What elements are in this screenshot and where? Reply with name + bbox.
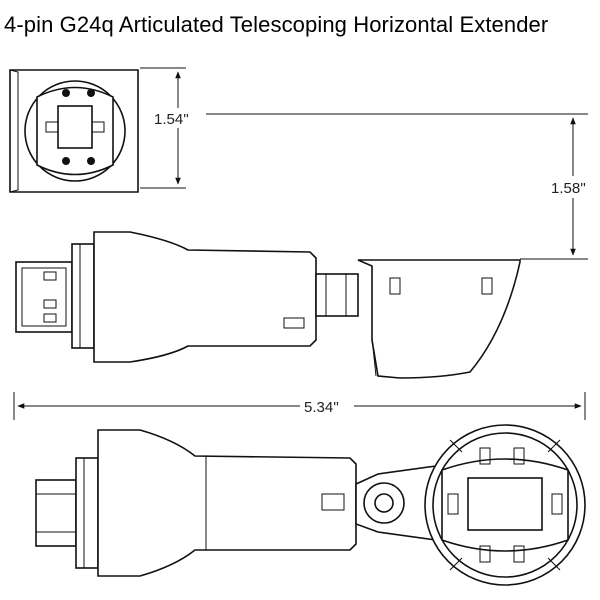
width-dimension: 1.54''	[140, 67, 206, 189]
top-view	[35, 424, 586, 586]
end-view	[9, 69, 139, 193]
length-label: 5.34''	[304, 399, 339, 416]
page-title: 4-pin G24q Articulated Telescoping Horiz…	[4, 12, 549, 37]
side-view	[15, 231, 521, 379]
height-dimension: 1.58''	[206, 113, 600, 260]
width-label: 1.54''	[154, 111, 189, 128]
height-label: 1.58''	[551, 180, 586, 197]
length-dimension: 5.34''	[13, 392, 586, 420]
